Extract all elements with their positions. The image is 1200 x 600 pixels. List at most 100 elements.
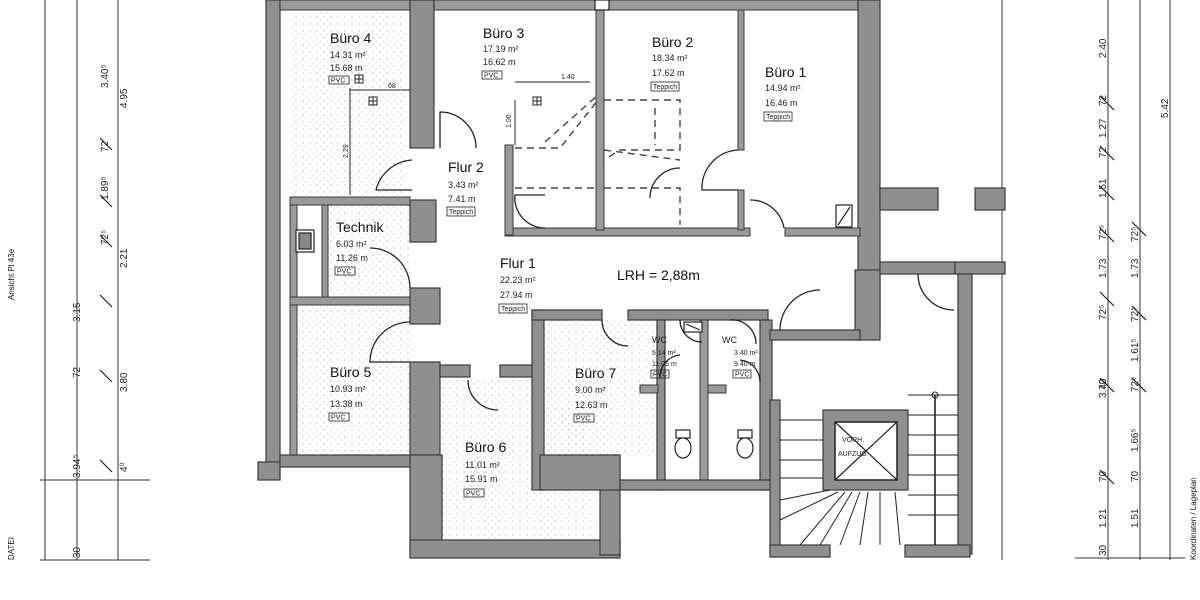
left-dim-inner-9: 30: [72, 546, 83, 558]
room-label-wc2: WC 3.40 m² 9.40 m PVC: [722, 335, 758, 379]
room-name: Büro 2: [652, 34, 693, 50]
room-perimeter: 12.63 m: [575, 400, 608, 410]
room-floor-tag: PVC: [653, 372, 667, 379]
room-floor-tag: Teppich: [766, 114, 790, 121]
room-area: 11.01 m²: [465, 460, 500, 470]
right-dim-outer-4: 3.40: [1098, 378, 1109, 398]
left-dim-inner-4: 72⁵: [100, 230, 111, 245]
right-dim-inner-7: 72⁵: [1098, 305, 1109, 320]
edge-text-2: DATEI: [7, 537, 16, 560]
edge-text-1: Ansicht Pl 43e: [7, 248, 16, 300]
room-perimeter: 15.91 m: [465, 474, 498, 484]
room-area: 14.31 m²: [330, 50, 366, 60]
right-dim-far-3: 72⁵: [1130, 377, 1141, 392]
right-dim-far-1: 72⁵: [1130, 227, 1141, 242]
right-dim-inner-8: 1.61⁵: [1130, 338, 1141, 362]
room-floor-tag: PVC: [466, 491, 480, 498]
room-area: 22.23 m²: [500, 275, 536, 285]
room-name: Büro 1: [765, 64, 806, 80]
right-dim-far-6: 1.51: [1130, 508, 1141, 528]
dim-label-68: 68: [388, 83, 396, 90]
right-dim-inner-3: 72: [1098, 146, 1109, 158]
room-perimeter: 7.41 m: [448, 194, 476, 204]
room-floor-tag: Teppich: [501, 306, 525, 313]
room-floor-tag: PVC: [735, 372, 749, 379]
room-label-technik: Technik 6.03 m² 11.26 m PVC: [334, 219, 384, 276]
elevator-label-line1: VORH.: [842, 437, 864, 444]
dim-label-100: 1.00: [506, 114, 513, 128]
right-dimension-chain: 2.40 5.42 1.73 3.40 72 1.27 72 1.51 72⁵ …: [1001, 0, 1198, 560]
room-label-buero5: Büro 5 10.93 m² 13.38 m PVC: [328, 364, 371, 422]
room-name: Büro 5: [330, 364, 371, 380]
room-name: Büro 3: [483, 25, 524, 41]
staircase: [779, 391, 958, 546]
room-label-buero2: Büro 2 18.34 m² 17.62 m Teppich: [650, 34, 693, 92]
room-floor-tag: PVC: [337, 269, 351, 276]
room-area: 10.93 m²: [330, 384, 366, 394]
room-floor-tag: PVC: [331, 415, 345, 422]
room-area: 9.00 m²: [575, 385, 606, 395]
room-name: Büro 4: [330, 30, 371, 46]
room-perimeter: 13.38 m: [330, 399, 363, 409]
doors: [369, 111, 955, 411]
room-perimeter: 16.46 m: [765, 98, 798, 108]
room-name: Technik: [336, 219, 384, 235]
room-label-buero7: Büro 7 9.00 m² 12.63 m PVC: [573, 365, 616, 423]
dim-label-140: 1.40: [561, 74, 575, 81]
right-dim-outer-2: 5.42: [1160, 98, 1171, 118]
right-dim-inner-5: 72⁵: [1098, 225, 1109, 240]
left-dim-outer-3: 3.80: [119, 372, 130, 392]
room-label-flur2: Flur 2 3.43 m² 7.41 m Teppich: [446, 159, 484, 217]
left-dim-inner-1: 3.40⁵: [100, 64, 111, 88]
dashed-built-ins: [515, 94, 681, 225]
room-area: 3.43 m²: [448, 180, 479, 190]
left-dim-outer-2: 2.21: [119, 248, 130, 268]
room-label-flur1: Flur 1 22.23 m² 27.94 m Teppich: [498, 255, 536, 314]
room-name: WC: [652, 335, 667, 345]
walls: [257, 0, 1006, 559]
room-perimeter: 15.68 m: [330, 63, 363, 73]
ceiling-height-label: LRH = 2,88m: [617, 267, 700, 283]
outlet-markers: [349, 74, 590, 195]
room-label-buero3: Büro 3 17.19 m² 16.62 m PVC: [481, 25, 524, 80]
right-dim-inner-4: 1.51: [1098, 178, 1109, 198]
left-dimension-chain: 4.95 2.21 3.80 3.40⁵ 72 1.89⁵ 72⁵ 3.15 7…: [7, 0, 150, 561]
room-floor-tag: PVC: [331, 78, 345, 85]
room-perimeter: 17.62 m: [652, 68, 685, 78]
room-name: WC: [722, 335, 737, 345]
room-area: 6.03 m²: [336, 239, 367, 249]
room-perimeter: 11.26 m: [336, 253, 368, 263]
room-area: 18.34 m²: [652, 53, 688, 63]
room-name: Büro 6: [465, 439, 506, 455]
room-perimeter: 11.05 m: [652, 361, 677, 368]
left-dim-inner-7: 4⁰: [119, 462, 130, 472]
room-name: Büro 7: [575, 365, 616, 381]
room-perimeter: 16.62 m: [483, 57, 516, 67]
room-label-buero4: Büro 4 14.31 m² 15.68 m PVC: [328, 30, 371, 85]
left-dim-inner-2: 72: [100, 140, 111, 152]
room-area: 5.14 m²: [652, 350, 676, 357]
room-floors: [292, 0, 657, 540]
room-floor-tag: PVC: [484, 73, 498, 80]
room-name: Flur 1: [500, 255, 536, 271]
room-perimeter: 9.40 m: [734, 361, 756, 368]
right-dim-outer-1: 2.40: [1098, 38, 1109, 58]
right-dim-inner-10: 1.66⁵: [1130, 428, 1141, 452]
left-dim-inner-5: 3.15: [72, 302, 83, 322]
room-perimeter: 27.94 m: [500, 290, 533, 300]
right-dim-inner-12: 1.21: [1098, 508, 1109, 528]
room-area: 3.40 m²: [734, 350, 758, 357]
right-dim-inner-1: 72: [1098, 94, 1109, 106]
left-dim-inner-3: 1.89⁵: [100, 176, 111, 200]
room-floor-tag: Teppich: [449, 209, 473, 216]
dim-label-229: 2.29: [343, 144, 350, 158]
room-floor-tag: Teppich: [653, 84, 677, 91]
edge-text-right: Koordinaten / Lageplan: [1189, 477, 1198, 560]
toilets: [674, 321, 754, 459]
room-label-buero6: Büro 6 11.01 m² 15.91 m PVC: [463, 439, 506, 498]
right-dim-far-5: 70: [1130, 470, 1141, 482]
right-dim-outer-3: 1.73: [1098, 258, 1109, 278]
right-dim-inner-13: 30: [1098, 544, 1109, 556]
right-dim-inner-6: 1.73: [1130, 258, 1141, 278]
